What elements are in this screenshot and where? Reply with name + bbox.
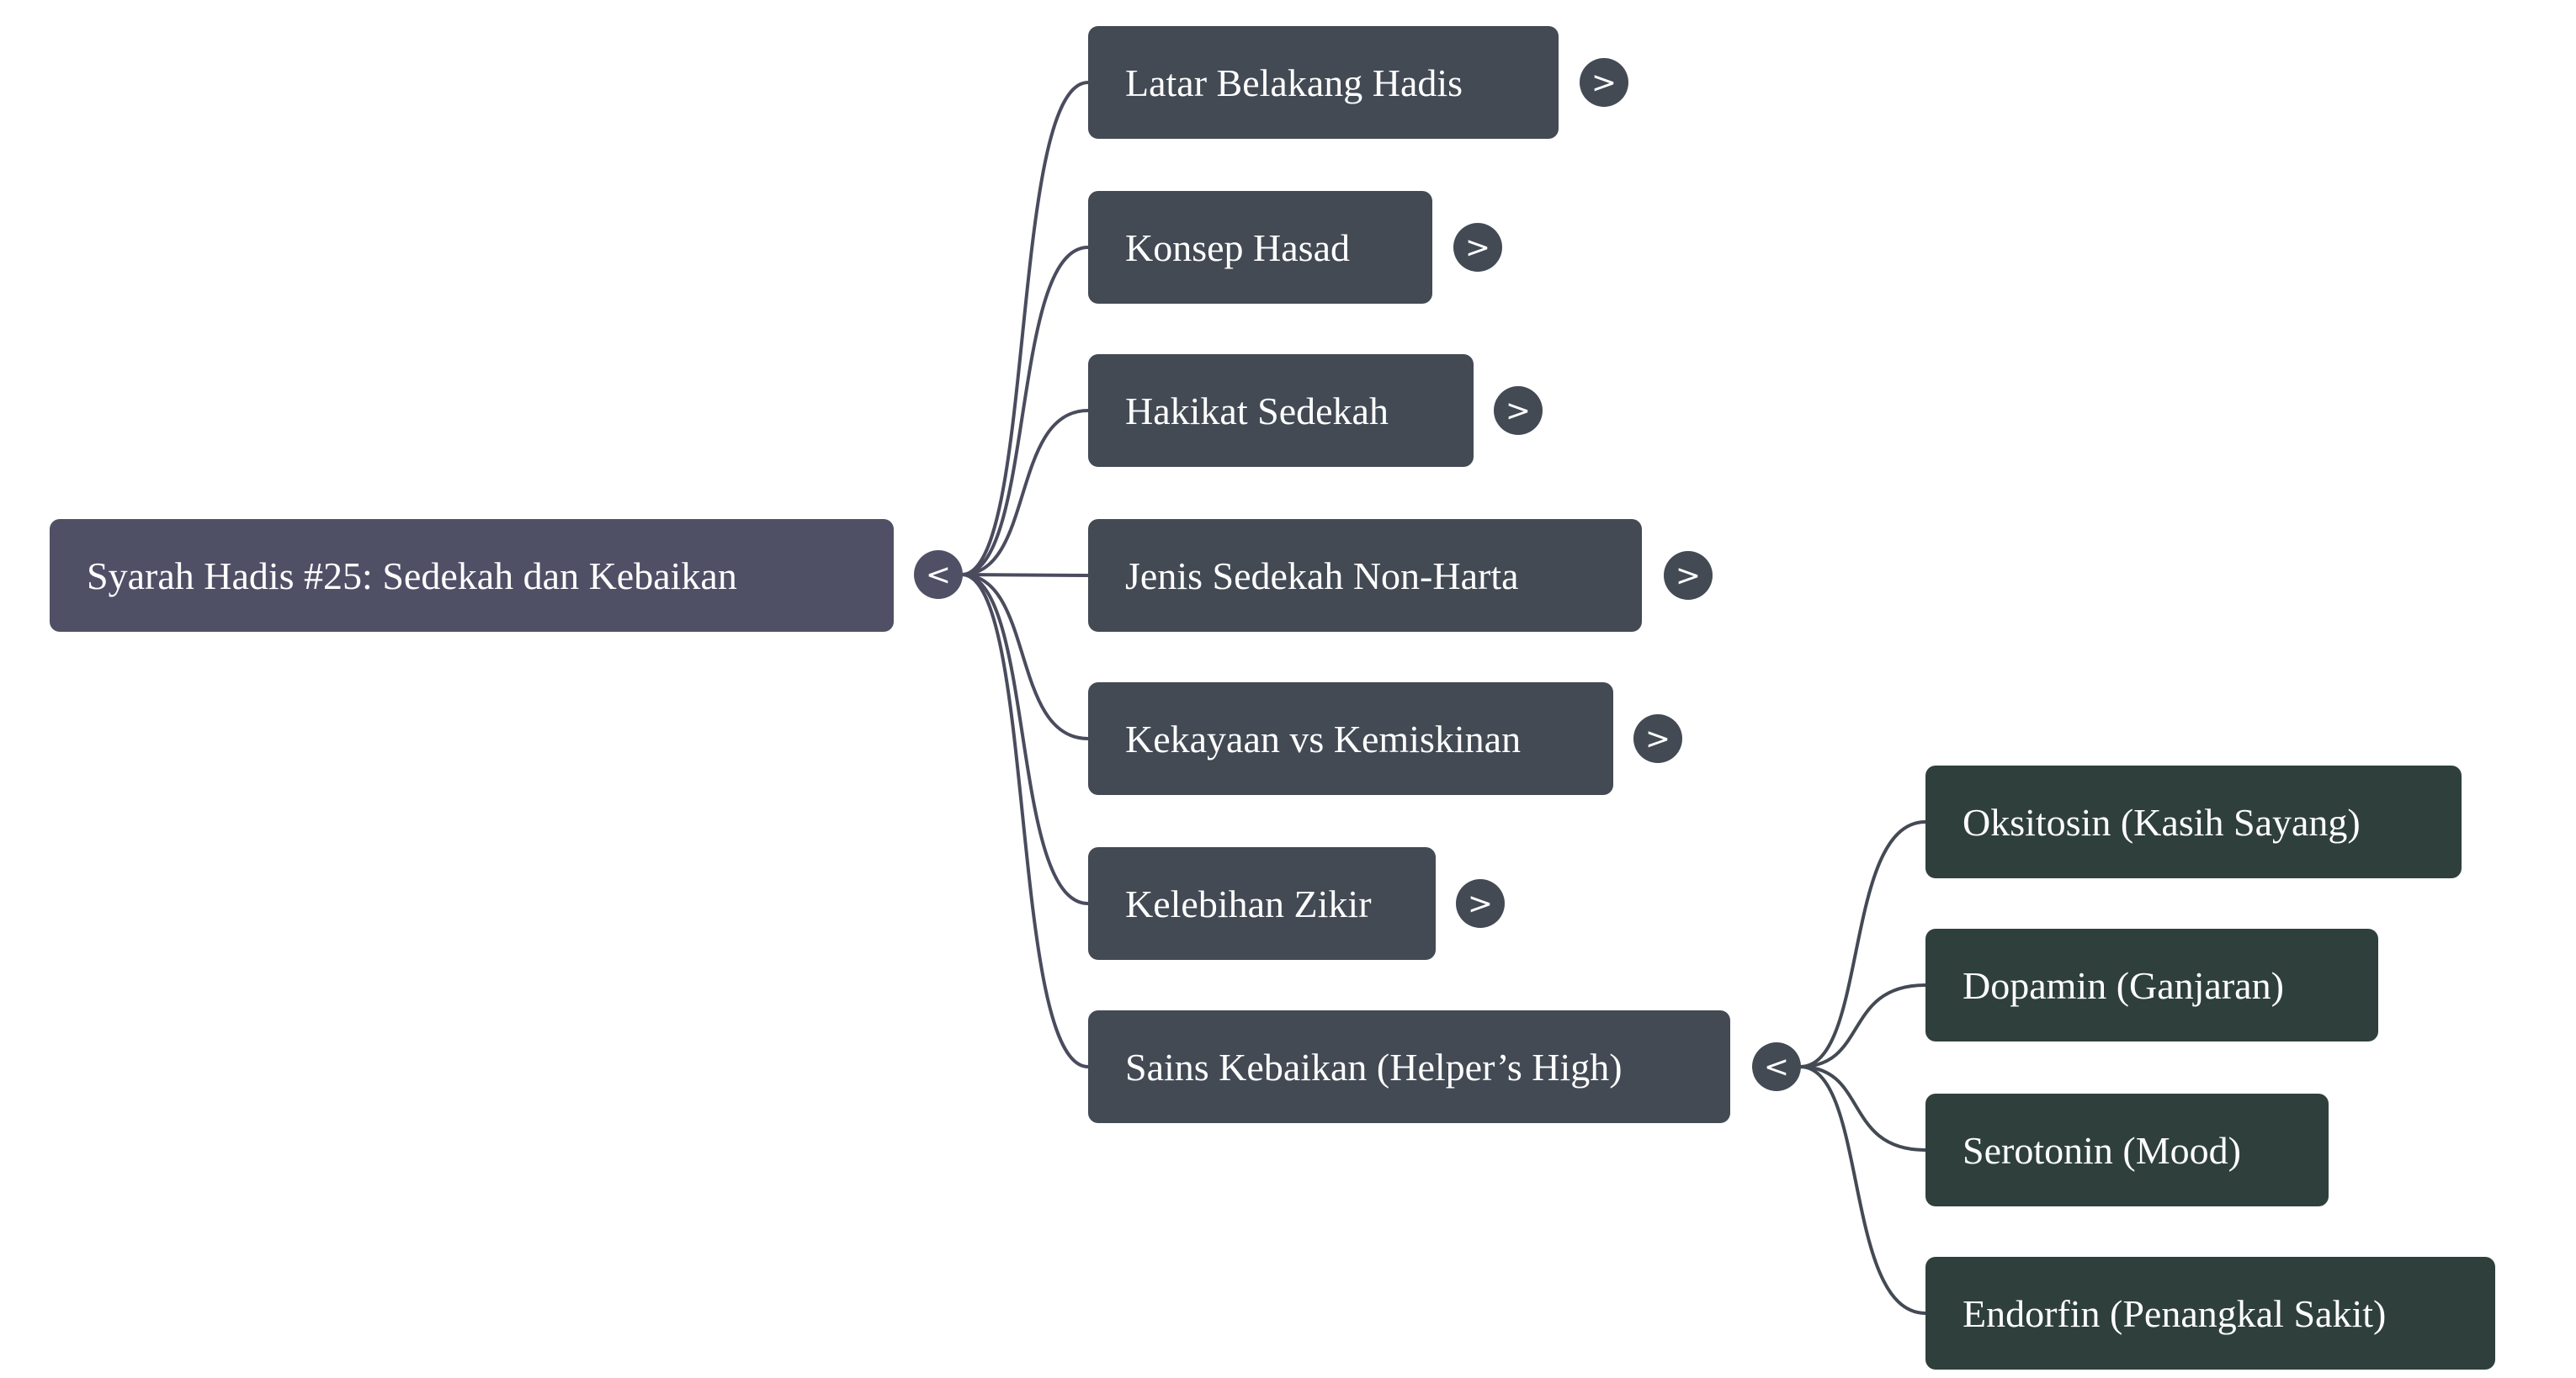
root-node[interactable]: Syarah Hadis #25: Sedekah dan Kebaikan <box>50 519 894 632</box>
branch-label: Jenis Sedekah Non-Harta <box>1125 554 1519 597</box>
collapse-toggle-root[interactable]: < <box>914 550 963 599</box>
leaf-label: Oksitosin (Kasih Sayang) <box>1963 800 2361 844</box>
edge-sains-oksitosin <box>1799 820 1926 1068</box>
edge-root-konsep <box>961 246 1089 576</box>
leaf-node-dopamin[interactable]: Dopamin (Ganjaran) <box>1925 929 2378 1041</box>
expand-toggle-kelebihan-zikir[interactable]: > <box>1456 879 1505 928</box>
edge-root-sains <box>961 573 1089 1068</box>
leaf-node-serotonin[interactable]: Serotonin (Mood) <box>1925 1094 2329 1206</box>
edge-sains-serotonin <box>1799 1065 1926 1152</box>
branch-label: Hakikat Sedekah <box>1125 389 1389 432</box>
branch-node-kekayaan[interactable]: Kekayaan vs Kemiskinan <box>1088 682 1613 795</box>
branch-label: Latar Belakang Hadis <box>1125 61 1463 104</box>
leaf-label: Endorfin (Penangkal Sakit) <box>1963 1291 2387 1335</box>
collapse-toggle-sains-kebaikan[interactable]: < <box>1752 1042 1801 1091</box>
branch-node-kelebihan-zikir[interactable]: Kelebihan Zikir <box>1088 847 1436 960</box>
branch-label: Kelebihan Zikir <box>1125 882 1372 925</box>
branch-node-hakikat-sedekah[interactable]: Hakikat Sedekah <box>1088 354 1474 467</box>
edge-root-hakikat <box>961 409 1089 576</box>
branch-label: Kekayaan vs Kemiskinan <box>1125 717 1522 761</box>
branch-node-konsep-hasad[interactable]: Konsep Hasad <box>1088 191 1432 304</box>
edge-sains-endorfin <box>1799 1065 1926 1315</box>
edge-root-kelebihan <box>961 573 1089 905</box>
root-label: Syarah Hadis #25: Sedekah dan Kebaikan <box>87 554 737 597</box>
branch-label: Sains Kebaikan (Helper’s High) <box>1125 1045 1623 1089</box>
leaf-node-oksitosin[interactable]: Oksitosin (Kasih Sayang) <box>1925 766 2462 878</box>
branch-label: Konsep Hasad <box>1125 225 1350 269</box>
expand-toggle-jenis-sedekah[interactable]: > <box>1664 551 1713 600</box>
edge-root-latar <box>961 81 1089 576</box>
leaf-label: Dopamin (Ganjaran) <box>1963 963 2284 1007</box>
expand-toggle-hakikat-sedekah[interactable]: > <box>1494 386 1543 435</box>
branch-node-sains-kebaikan[interactable]: Sains Kebaikan (Helper’s High) <box>1088 1010 1730 1123</box>
expand-toggle-konsep-hasad[interactable]: > <box>1453 223 1502 272</box>
edge-root-kekayaan <box>961 573 1089 740</box>
leaf-node-endorfin[interactable]: Endorfin (Penangkal Sakit) <box>1925 1257 2495 1370</box>
edge-sains-dopamin <box>1799 983 1926 1068</box>
expand-toggle-kekayaan[interactable]: > <box>1633 714 1682 763</box>
expand-toggle-latar-belakang[interactable]: > <box>1580 58 1628 107</box>
branch-node-jenis-sedekah[interactable]: Jenis Sedekah Non-Harta <box>1088 519 1642 632</box>
branch-node-latar-belakang[interactable]: Latar Belakang Hadis <box>1088 26 1559 139</box>
leaf-label: Serotonin (Mood) <box>1963 1128 2241 1172</box>
